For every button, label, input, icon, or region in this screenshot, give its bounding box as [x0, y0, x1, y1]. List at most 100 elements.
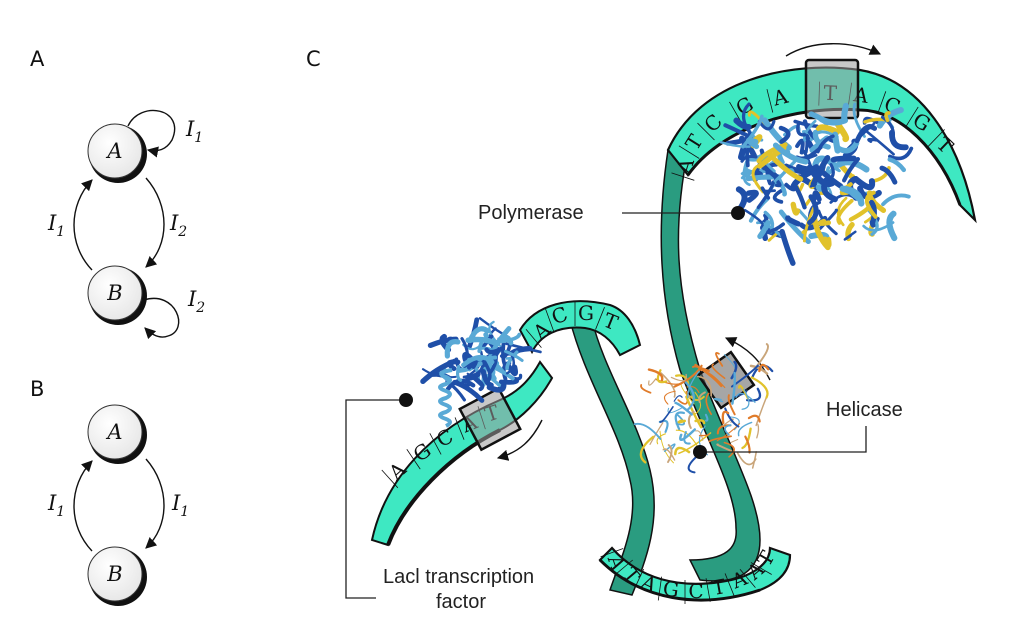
protein-strand — [446, 359, 461, 372]
base-divider-strand_bottom-2 — [633, 568, 645, 591]
protein-strand — [784, 180, 798, 192]
callout-polymerase-label: Polymerase — [478, 202, 584, 224]
lacl-direction-arrow — [496, 419, 543, 461]
protein-strand — [505, 350, 519, 371]
protein-strand — [852, 175, 876, 191]
protein-strand — [835, 140, 860, 154]
protein-strand — [503, 349, 524, 362]
base-divider-strand_mid-3 — [595, 307, 605, 330]
edge-top-to-bottom-arrow-b — [145, 458, 165, 549]
protein-strand — [721, 410, 730, 425]
protein-strand — [797, 208, 810, 223]
protein-strand — [741, 102, 752, 135]
protein-strand — [815, 124, 841, 135]
base-divider-strand_top-1 — [678, 145, 700, 159]
protein-strand — [862, 221, 895, 232]
protein-strand — [684, 381, 695, 412]
protein-strand — [730, 360, 738, 380]
protein-strand — [724, 407, 740, 428]
protein-strand — [747, 414, 761, 423]
protein-strand — [675, 413, 686, 426]
base-strand_top-4: A — [769, 84, 790, 111]
protein-strand — [880, 115, 895, 141]
protein-strand — [715, 352, 724, 367]
protein-strand — [486, 382, 507, 393]
protein-strand — [807, 194, 819, 226]
protein-strand — [790, 201, 801, 216]
protein-strand — [698, 433, 710, 437]
protein-strand — [772, 142, 809, 165]
protein-strand — [697, 375, 712, 397]
state-label-top-b: A — [105, 420, 122, 444]
protein-strand — [704, 413, 709, 422]
protein-strand — [674, 446, 691, 456]
protein-strand — [812, 155, 839, 170]
protein-strand — [748, 196, 770, 223]
protein-strand — [735, 392, 756, 403]
protein-strand — [640, 384, 652, 394]
protein-strand — [876, 106, 904, 129]
protein-strand — [648, 378, 657, 386]
protein-strand — [482, 359, 492, 384]
protein-strand — [751, 451, 757, 469]
state-diagram-b: A B I1 I1 — [47, 404, 189, 606]
base-strand_mid-2: G — [578, 301, 594, 325]
base-strand_bottom-5: T — [710, 574, 728, 600]
panel-label-a: A — [30, 47, 45, 71]
base-divider-strand_bottom-6 — [724, 573, 735, 596]
protein-strand — [667, 444, 673, 464]
protein-strand — [836, 196, 848, 227]
callout-lacl: Lacl transcription factor — [345, 393, 534, 613]
protein-strand — [796, 164, 820, 172]
protein-strand — [741, 114, 764, 149]
base-strand_bottom-3: G — [661, 576, 680, 602]
protein-strand — [683, 431, 691, 445]
base-divider-strand_left-0 — [381, 469, 399, 489]
protein-strand — [693, 391, 702, 415]
state-node-b-bottom: B — [87, 265, 147, 325]
protein-strand — [733, 117, 752, 130]
panel-label-c: C — [306, 47, 321, 71]
edge-bottom-to-top-label: I1 — [47, 211, 65, 240]
protein-strand — [719, 140, 751, 148]
base-divider-strand_left-2 — [429, 433, 442, 455]
state-node-a-top: A — [87, 123, 147, 183]
state-label-bottom-b: B — [106, 562, 122, 586]
base-divider-strand_top-9 — [927, 129, 945, 147]
protein-strand — [660, 372, 676, 398]
protein-strand — [779, 228, 796, 266]
base-divider-strand_mid-1 — [545, 308, 555, 332]
protein-strand — [881, 193, 911, 207]
protein-strand — [757, 219, 771, 240]
protein-strand — [727, 394, 736, 416]
protein-strand — [740, 169, 751, 180]
callout-helicase-label: Helicase — [826, 399, 903, 421]
lacl-helix-tail — [438, 368, 453, 428]
protein-strand — [744, 162, 752, 179]
state-node-b-bottom-b: B — [87, 546, 147, 606]
protein-strand — [647, 368, 664, 382]
ribbon-top-edge — [686, 107, 962, 206]
protein-strand — [484, 345, 506, 355]
protein-strand — [465, 336, 500, 347]
protein-strand — [467, 359, 478, 370]
edge-top-to-bottom-label: I2 — [169, 211, 187, 240]
protein-strand — [767, 232, 778, 242]
self-loop-top-arrow — [127, 109, 176, 158]
protein-strand — [687, 370, 700, 399]
protein-strand — [736, 452, 757, 466]
protein-strand — [802, 205, 816, 243]
protein-strand — [760, 186, 771, 200]
state-label-bottom: B — [106, 281, 122, 305]
base-divider-strand_bottom-1 — [614, 559, 633, 576]
base-divider-strand_top-0 — [671, 172, 695, 181]
callout-lacl-label-line2: factor — [436, 591, 486, 613]
base-divider-strand_top-3 — [729, 101, 742, 123]
base-divider-strand_left-1 — [406, 449, 421, 470]
state-label-top: A — [105, 139, 122, 163]
protein-strand — [811, 190, 822, 202]
protein-strand — [724, 424, 732, 436]
base-divider-strand_top-8 — [905, 106, 919, 128]
